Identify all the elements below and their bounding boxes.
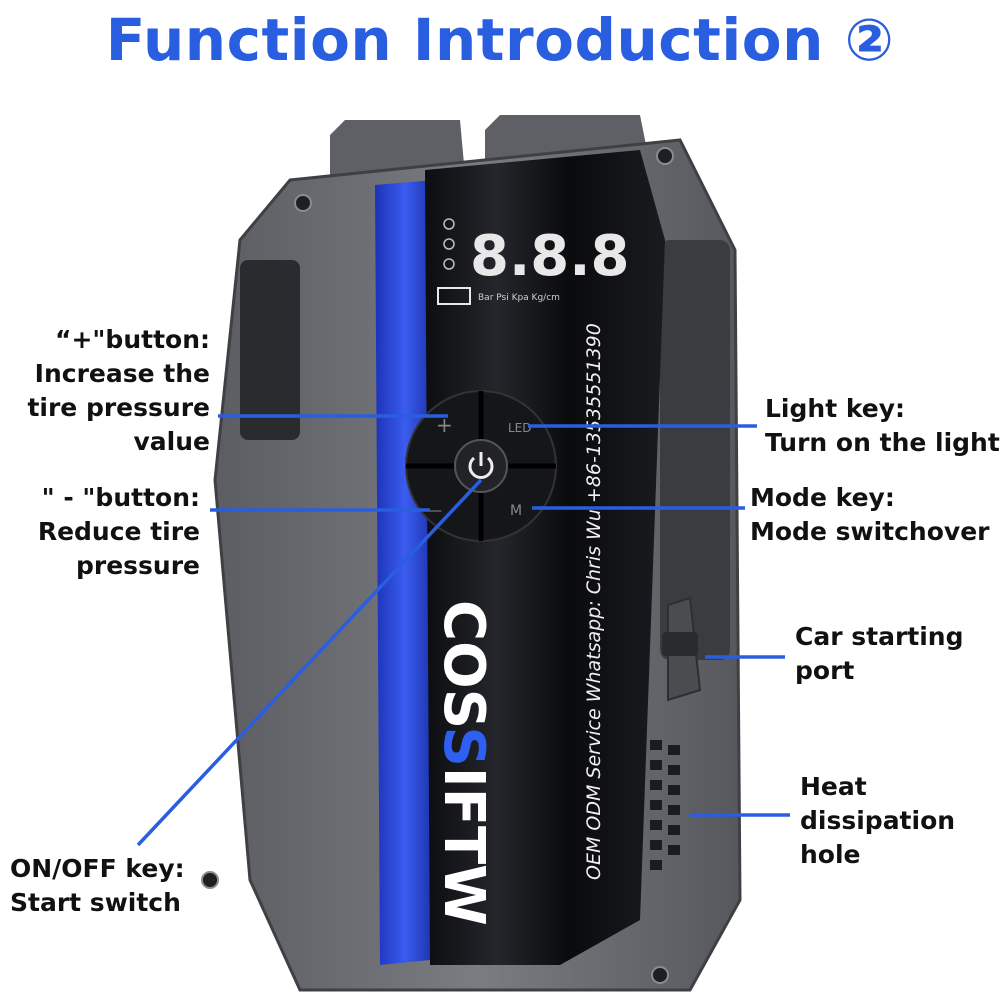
blue-accent-strip — [375, 180, 435, 965]
car-icon — [662, 632, 698, 656]
car-port-label: Car starting port — [795, 622, 964, 685]
onoff-key-label: ON/OFF key: Start switch — [10, 854, 185, 917]
front-panel — [425, 150, 665, 965]
side-recess — [240, 260, 300, 440]
heat-vents — [650, 740, 680, 870]
plus-button-label: “+"button: Increase the tire pressure va… — [27, 325, 210, 456]
page-title: Function Introduction ② — [105, 6, 895, 74]
mode-button[interactable]: M — [510, 503, 522, 519]
oem-contact-text: OEM ODM Service Whatsapp: Chris Wu +86-1… — [583, 323, 605, 880]
plus-button[interactable]: + — [436, 413, 453, 437]
status-icon — [443, 238, 455, 250]
power-icon — [468, 452, 494, 479]
mode-key-label: Mode key: Mode switchover — [750, 483, 990, 546]
light-button[interactable]: LED — [508, 421, 532, 435]
lcd-units: Bar Psi Kpa Kg/cm — [478, 293, 560, 303]
status-icon — [443, 218, 455, 230]
screw-icon — [294, 194, 312, 212]
screw-icon — [651, 966, 669, 984]
status-icon — [443, 258, 455, 270]
screw-icon — [656, 147, 674, 165]
heat-hole-label: Heat dissipation hole — [800, 772, 956, 869]
light-key-label: Light key: Turn on the light — [765, 394, 1000, 457]
right-side-panel — [660, 240, 730, 660]
callout-lines — [136, 414, 790, 847]
brand-logo: COSSIFTW — [431, 600, 496, 926]
minus-button-label: " - "button: Reduce tire pressure — [37, 483, 200, 580]
lcd-digits: 8.8.8 — [470, 224, 629, 289]
battery-icon — [437, 287, 471, 305]
screw-icon — [201, 871, 219, 889]
minus-button[interactable]: — — [428, 503, 442, 519]
